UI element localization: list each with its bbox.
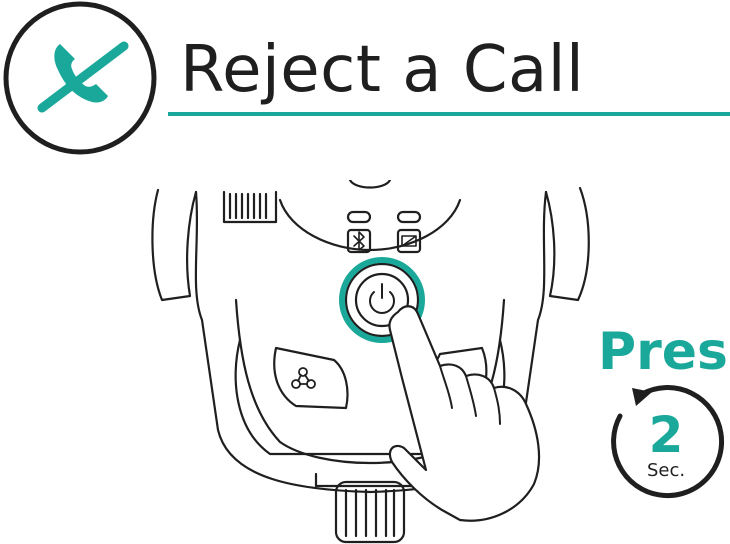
reject-call-icon (3, 1, 157, 155)
power-icon (369, 283, 395, 314)
duration-unit: Sec. (646, 460, 686, 481)
press-instruction: Press (598, 322, 730, 382)
hand-icon (388, 305, 541, 522)
bluetooth-icon (353, 231, 365, 251)
press-highlight-ring (339, 257, 425, 343)
phone-handset-icon (54, 44, 108, 103)
device-illustration (151, 180, 590, 544)
page-title: Reject a Call (180, 33, 585, 107)
duration-value: 2 (648, 406, 684, 464)
call-icon (401, 235, 417, 247)
timer-ring-icon (611, 385, 724, 498)
arrow-head-icon (632, 388, 652, 406)
mesh-icon (291, 367, 316, 389)
title-underline (168, 112, 730, 116)
